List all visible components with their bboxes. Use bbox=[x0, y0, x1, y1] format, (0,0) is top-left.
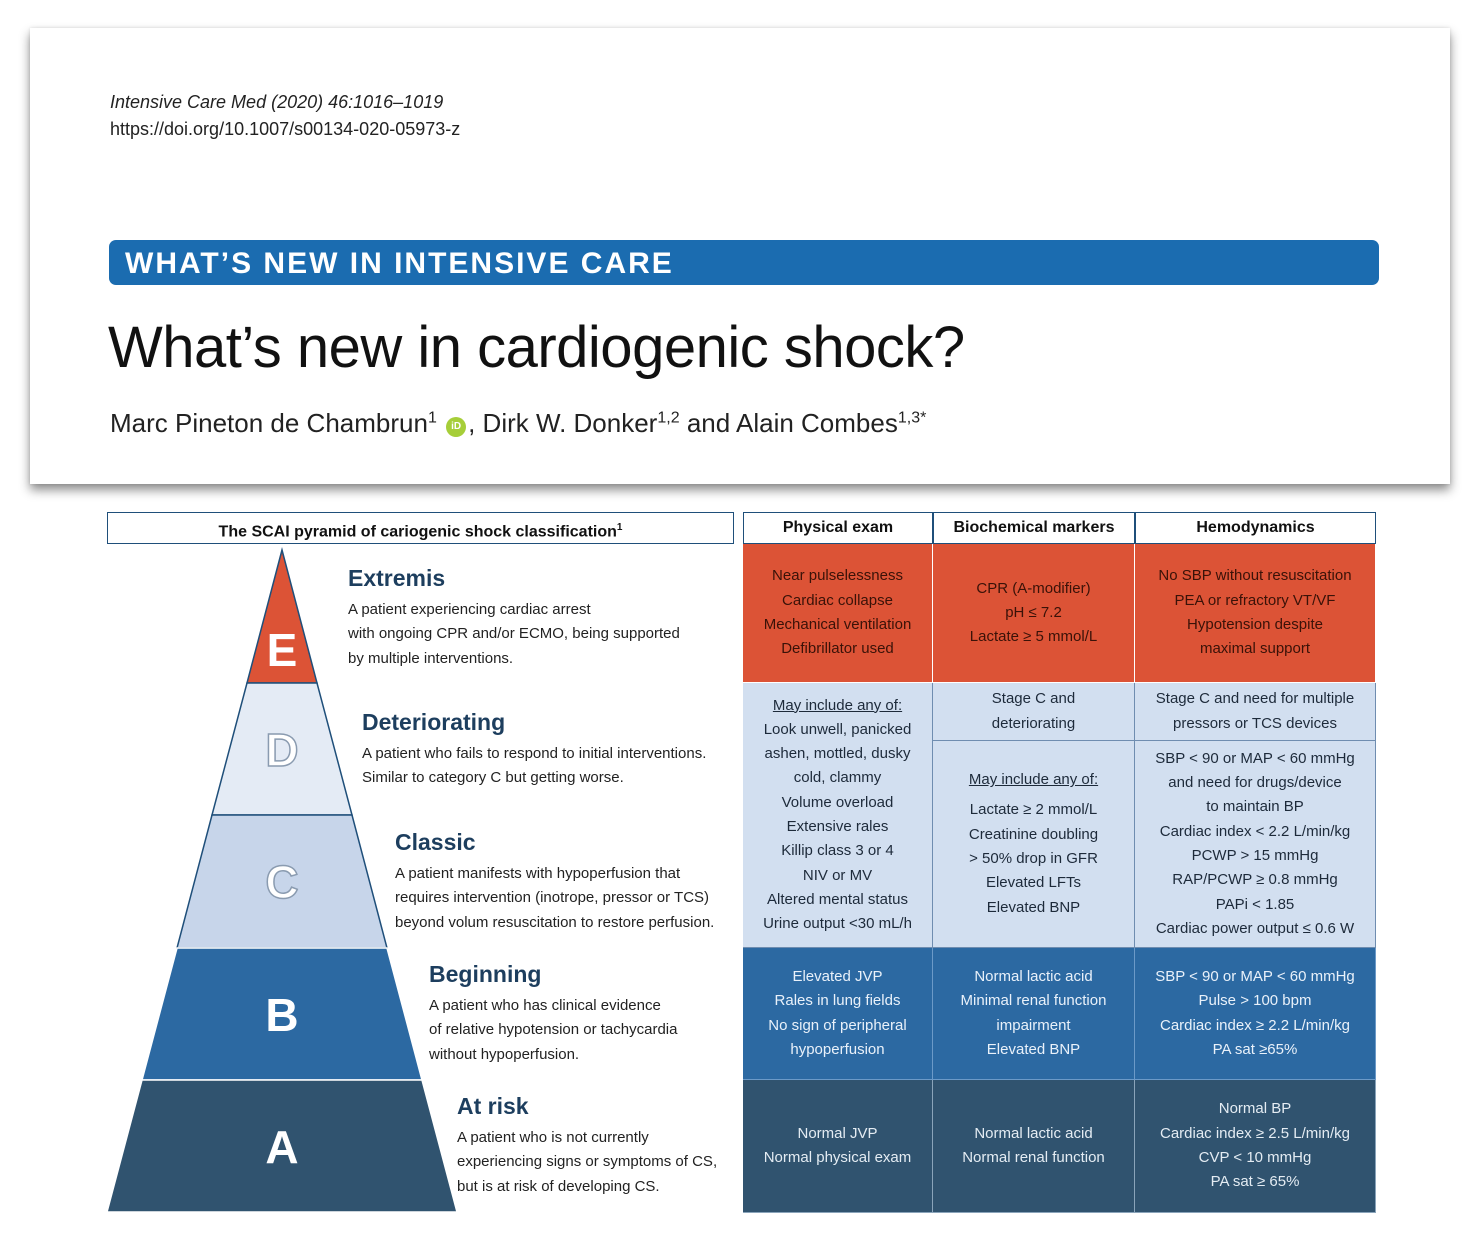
author-name[interactable]: Marc Pineton de Chambrun bbox=[110, 408, 428, 438]
stage-name: Extremis bbox=[348, 565, 446, 591]
author-affiliation: 1,3* bbox=[897, 409, 927, 427]
author-affiliation: 1,2 bbox=[657, 409, 680, 427]
scai-pyramid: E D C B A bbox=[106, 547, 458, 1213]
stage-letter-B: B bbox=[265, 989, 298, 1041]
author-list: Marc Pineton de Chambrun1 iD, Dirk W. Do… bbox=[110, 408, 926, 439]
stage-name: Beginning bbox=[429, 961, 542, 987]
stage-name: At risk bbox=[457, 1093, 529, 1119]
pyramid-figure-title: The SCAI pyramid of cariogenic shock cla… bbox=[107, 512, 734, 544]
stage-name: Deteriorating bbox=[362, 709, 506, 735]
stage-letter-C: C bbox=[265, 856, 298, 908]
stage-letter-D: D bbox=[265, 724, 298, 776]
pyramid-tier-A bbox=[106, 1079, 458, 1213]
classification-table: Physical exam Biochemical markers Hemody… bbox=[743, 512, 1376, 1213]
stage-name: Classic bbox=[395, 829, 476, 855]
header-hemodynamics: Hemodynamics bbox=[1135, 512, 1376, 544]
header-biochemical-markers: Biochemical markers bbox=[933, 512, 1135, 544]
header-physical-exam: Physical exam bbox=[743, 512, 933, 544]
stage-letter-A: A bbox=[265, 1121, 298, 1173]
journal-citation: Intensive Care Med (2020) 46:1016–1019 bbox=[110, 92, 444, 112]
author-name[interactable]: , Dirk W. Donker bbox=[468, 408, 658, 438]
article-header-card: Intensive Care Med (2020) 46:1016–1019 h… bbox=[30, 28, 1450, 484]
orcid-icon[interactable]: iD bbox=[446, 417, 467, 437]
stage-letter-E: E bbox=[267, 624, 298, 676]
article-title: What’s new in cardiogenic shock? bbox=[108, 315, 965, 380]
stage-details: A patient manifests with hypoperfusion t… bbox=[395, 865, 715, 931]
stage-description-D: Deteriorating A patient who fails to res… bbox=[362, 709, 742, 791]
doi-link[interactable]: https://doi.org/10.1007/s00134-020-05973… bbox=[110, 119, 461, 139]
stage-description-B: Beginning A patient who has clinical evi… bbox=[429, 961, 809, 1067]
stage-description-C: Classic A patient manifests with hypoper… bbox=[395, 829, 775, 935]
author-name[interactable]: and Alain Combes bbox=[679, 408, 898, 438]
stage-details: A patient who fails to respond to initia… bbox=[362, 745, 707, 787]
cell-CD-physical: May include any of: Look unwell, panicke… bbox=[743, 683, 933, 948]
author-affiliation: 1 bbox=[427, 409, 437, 427]
stage-description-E: Extremis A patient experiencing cardiac … bbox=[348, 565, 728, 671]
section-banner: WHAT’S NEW IN INTENSIVE CARE bbox=[109, 240, 1379, 285]
